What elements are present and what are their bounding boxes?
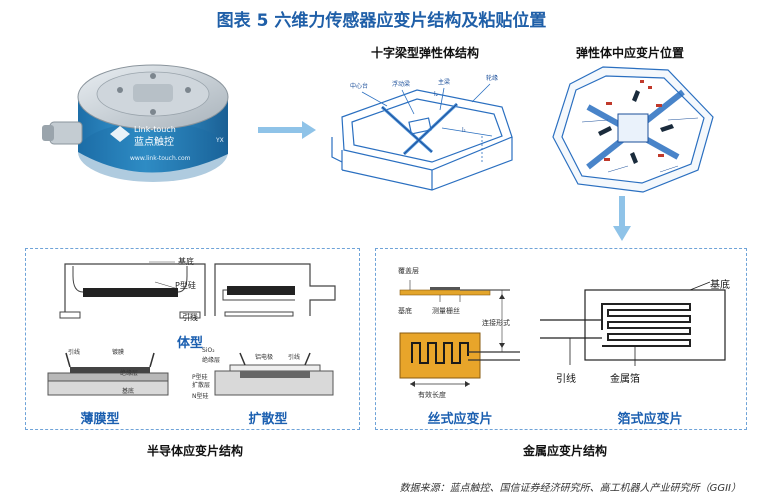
metal-panel [375, 248, 747, 430]
label-lead-left: 引线 [68, 349, 81, 356]
sensor-side-text: YX [215, 137, 224, 144]
foil-gauge-diagram [540, 281, 726, 366]
label-connection: 连接形式 [482, 319, 510, 327]
label-p-silicon: P型硅 [175, 281, 196, 290]
label-substrate-top: 基底 [178, 257, 194, 266]
film-diffusion-diagram [47, 352, 334, 396]
label-float-beam: 浮动梁 [392, 80, 410, 88]
label-n-silicon: N型硅 [192, 393, 209, 400]
label-lead-top: 引线 [182, 313, 198, 322]
wire-type-label: 丝式应变片 [427, 412, 493, 427]
label-insulation: 绝缘层 [120, 370, 139, 377]
label-grid: 测量栅丝 [432, 307, 460, 315]
brand-url: www.link-touch.com [130, 155, 191, 162]
arrow-right-icon [258, 121, 316, 139]
page-title: 图表 5 六维力传感器应变片结构及粘贴位置 [216, 11, 547, 31]
gauge-position-title: 弹性体中应变片位置 [575, 46, 684, 60]
semiconductor-panel [25, 248, 360, 430]
label-p-silicon-diff: P型硅 [192, 374, 208, 381]
label-effective-length: 有效长度 [418, 391, 446, 399]
label-foil-substrate: 基底 [710, 280, 730, 291]
label-diffusion-layer: 扩散层 [192, 382, 211, 389]
label-sio2: SiO₂ [202, 347, 215, 354]
label-lead: 引线 [556, 374, 576, 385]
foil-type-label: 箔式应变片 [617, 412, 683, 427]
source-note: 数据来源：蓝点触控、国信证券经济研究所、高工机器人产业研究所（GGII） [399, 483, 741, 494]
label-film: 镀膜 [112, 349, 125, 356]
label-main-beam: 主梁 [438, 78, 450, 86]
arrow-down-icon [613, 196, 631, 241]
label-l2: l₂ [434, 91, 439, 98]
cross-beam-diagram: 中心台 浮动梁 主梁 轮缘 l₂ l₁ [331, 74, 513, 191]
label-substrate-bottom: 基底 [122, 388, 135, 395]
cross-beam-title: 十字梁型弹性体结构 [370, 46, 479, 60]
body-type-label: 体型 [176, 336, 203, 351]
label-sio2-insulation: 绝缘层 [202, 357, 221, 364]
label-cover: 覆盖层 [398, 267, 419, 275]
diffusion-type-label: 扩散型 [248, 412, 288, 427]
body-type-diagram [59, 261, 336, 319]
semiconductor-caption: 半导体应变片结构 [146, 444, 243, 458]
label-rim: 轮缘 [486, 74, 498, 82]
wire-gauge-diagram [399, 280, 520, 387]
sensor-product-image: Link-touch 蓝点触控 www.link-touch.com YX [42, 64, 229, 182]
label-center-platform: 中心台 [350, 82, 368, 90]
gauge-position-diagram [552, 66, 714, 193]
brand-name-cn: 蓝点触控 [134, 135, 174, 148]
brand-name-en: Link-touch [134, 125, 176, 134]
label-substrate: 基底 [398, 307, 412, 315]
brand-logo-icon [110, 126, 130, 142]
metal-caption: 金属应变片结构 [522, 444, 607, 458]
film-type-label: 薄膜型 [80, 412, 120, 427]
label-foil: 金属箔 [610, 374, 640, 385]
label-l1: l₁ [462, 127, 467, 134]
label-al-electrode: 铝电极 [255, 354, 274, 361]
label-lead-right: 引线 [288, 354, 301, 361]
